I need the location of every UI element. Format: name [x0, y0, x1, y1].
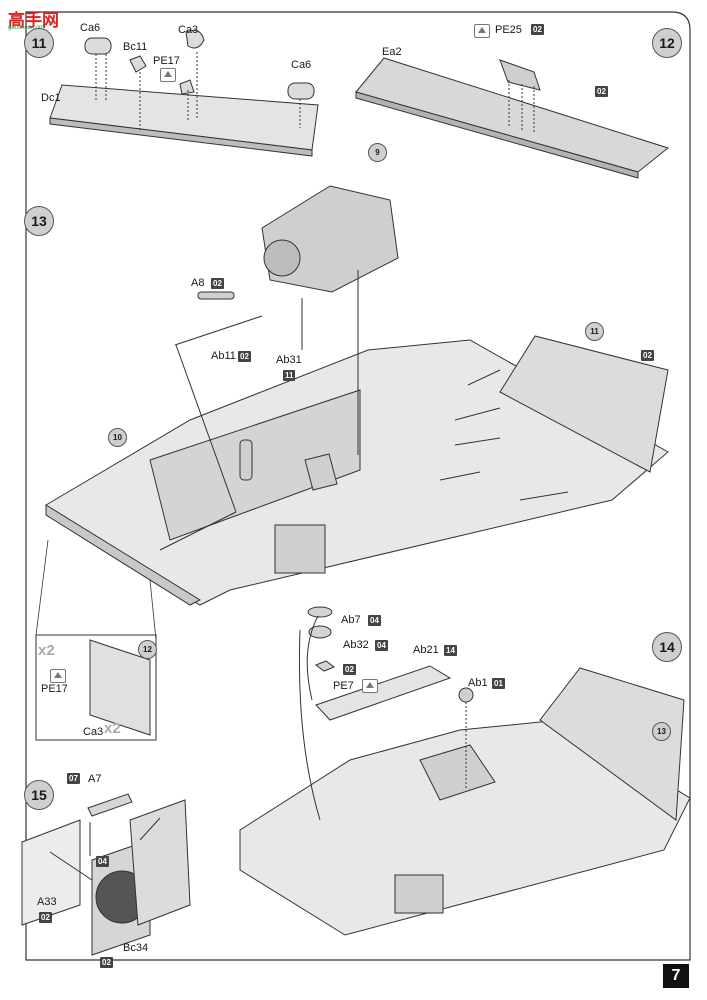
- part-bc34-label: Bc34: [123, 942, 149, 954]
- color-badge: 02: [211, 278, 224, 289]
- step14-hull: [239, 667, 691, 936]
- photo-etch-icon: [160, 68, 176, 82]
- color-badge: 04: [375, 640, 388, 651]
- step13-hull: [45, 335, 669, 606]
- part-ab32-label: Ab32: [343, 639, 369, 651]
- site-logo: 高手网: [8, 11, 59, 30]
- photo-etch-icon: [50, 669, 66, 683]
- step15-radiator: [21, 793, 191, 956]
- step15-leader-lines: [49, 817, 161, 881]
- step14-hose-parts: [298, 606, 474, 821]
- color-badge: 02: [39, 912, 52, 923]
- color-badge: 07: [67, 773, 80, 784]
- step-15-circle: 15: [24, 780, 54, 810]
- part-pe17-detail-label: PE17: [41, 683, 68, 695]
- step12-bracket: [499, 59, 541, 91]
- step11-leader-lines: [95, 52, 301, 130]
- step12-leader-lines: [508, 80, 535, 134]
- part-bc11-label: Bc11: [123, 41, 148, 53]
- part-a8-label: A8: [191, 277, 205, 289]
- part-a33-label: A33: [37, 896, 57, 908]
- step11-plate: [49, 84, 319, 157]
- part-ca3-label: Ca3: [178, 24, 199, 36]
- step-12-circle: 12: [652, 28, 682, 58]
- color-badge: 02: [531, 24, 544, 35]
- step-11-circle: 11: [24, 28, 54, 58]
- part-ab21-label: Ab21: [413, 644, 439, 656]
- part-ab31-label: Ab31: [276, 354, 302, 366]
- site-url: gaoshou.com: [8, 25, 45, 31]
- part-dc1-label: Dc1: [41, 92, 61, 104]
- part-ca3-detail-label: Ca3: [83, 726, 104, 738]
- part-ca6-right-label: Ca6: [291, 59, 312, 71]
- step13-engine: [261, 185, 399, 293]
- part-pe17-label: PE17: [153, 55, 180, 67]
- part-ab11-label: Ab11: [211, 350, 236, 362]
- step-13-circle: 13: [24, 206, 54, 236]
- ref-12-circle: 12: [138, 640, 157, 659]
- quantity-label: x2: [38, 642, 55, 659]
- step11-parts: [84, 29, 315, 100]
- color-badge: 01: [492, 678, 505, 689]
- photo-etch-icon: [474, 24, 490, 38]
- step13-leader-lines: [159, 270, 569, 551]
- page-number: 7: [663, 964, 689, 988]
- color-badge: 02: [641, 350, 654, 361]
- photo-etch-icon: [362, 679, 378, 693]
- ref-9-circle: 9: [368, 143, 387, 162]
- quantity-label: x2: [104, 720, 121, 737]
- color-badge: 02: [238, 351, 251, 362]
- color-badge: 04: [368, 615, 381, 626]
- color-badge: 02: [100, 957, 113, 968]
- ref-13-circle: 13: [652, 722, 671, 741]
- part-ca6-label: Ca6: [80, 22, 101, 34]
- color-badge: 04: [96, 856, 109, 867]
- part-pe25-label: PE25: [495, 24, 522, 36]
- color-badge: 02: [595, 86, 608, 97]
- color-badge: 11: [283, 370, 296, 381]
- ref-11-circle: 11: [585, 322, 604, 341]
- part-ab1-label: Ab1: [468, 677, 488, 689]
- color-badge: 14: [444, 645, 457, 656]
- color-badge: 02: [343, 664, 356, 675]
- part-a7-label: A7: [88, 773, 102, 785]
- part-ab7-label: Ab7: [341, 614, 361, 626]
- ref-10-circle: 10: [108, 428, 127, 447]
- step13-components: [174, 291, 338, 574]
- part-pe7-label: PE7: [333, 680, 354, 692]
- step12-plate: [355, 57, 670, 179]
- part-ea2-label: Ea2: [382, 46, 402, 58]
- step-14-circle: 14: [652, 632, 682, 662]
